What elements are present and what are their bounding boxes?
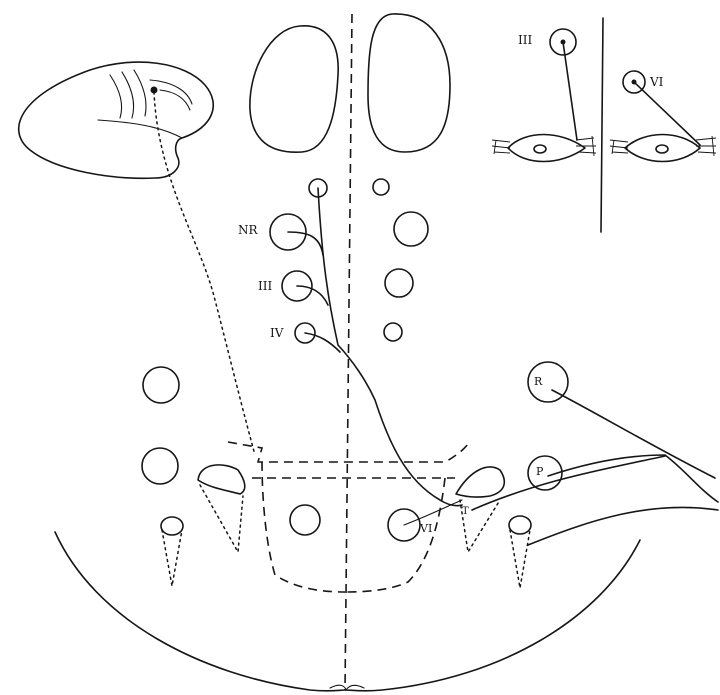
- nucleus-iv-right: [384, 323, 402, 341]
- conical-nucleus-right: [509, 516, 531, 534]
- fiber-pathway: [318, 188, 462, 506]
- midline: [345, 14, 352, 690]
- hemisphere-sketch: [19, 62, 214, 178]
- pointed-nucleus-right: [456, 467, 504, 497]
- ventral-outline-right: [345, 478, 445, 592]
- label-t: T: [462, 506, 469, 517]
- ventral-notch: [330, 685, 364, 690]
- inset-label-iii: III: [518, 33, 532, 47]
- nucleus-iii-right: [385, 269, 413, 297]
- conical-tail-left: [162, 530, 182, 586]
- nucleus-top-right: [373, 179, 389, 195]
- label-p: P: [536, 465, 544, 478]
- structure-left-upper: [143, 367, 179, 403]
- inset-pupil-right: [656, 145, 668, 153]
- nerve-long-lower: [472, 456, 665, 510]
- inset-muscle-right-b: [696, 136, 716, 156]
- central-nucleus-left: [290, 505, 320, 535]
- ventral-outline-left: [262, 462, 345, 592]
- pointed-nucleus-left: [198, 465, 245, 494]
- hemisphere-gyrus-2: [122, 72, 134, 118]
- hemisphere-gyrus-3: [134, 70, 146, 116]
- label-nr: NR: [238, 223, 259, 237]
- label-r: R: [534, 375, 543, 388]
- hemisphere-gyrus-1: [110, 75, 122, 118]
- hemisphere-fold: [98, 120, 182, 138]
- inset-label-vi: VI: [649, 75, 664, 89]
- nerve-long-lower-2: [528, 507, 718, 545]
- inset-nerve-iii: [563, 42, 577, 140]
- inset-divider: [601, 18, 603, 232]
- nucleus-nr-right: [394, 212, 428, 246]
- label-iv: IV: [270, 326, 284, 340]
- conical-nucleus-left: [161, 517, 183, 535]
- inset-nerve-vi: [634, 82, 700, 145]
- ventral-contour: [55, 532, 640, 691]
- label-iii: III: [258, 279, 272, 293]
- structure-left-lower: [142, 448, 178, 484]
- nerve-from-r: [552, 390, 715, 478]
- inset-muscle-left-b: [576, 136, 596, 156]
- label-central-vi: VI: [419, 522, 432, 535]
- fiber-branch-iii: [297, 286, 328, 305]
- inset-pupil-left: [534, 145, 546, 153]
- pointed-nucleus-left-tail: [200, 485, 243, 552]
- inset-eye-right: [625, 135, 700, 162]
- fiber-branch-iv: [305, 333, 340, 352]
- inset-muscle-left-a: [492, 140, 510, 154]
- upper-lobe-right: [368, 14, 450, 152]
- conical-tail-right: [510, 530, 530, 588]
- upper-lobe-left: [250, 26, 338, 152]
